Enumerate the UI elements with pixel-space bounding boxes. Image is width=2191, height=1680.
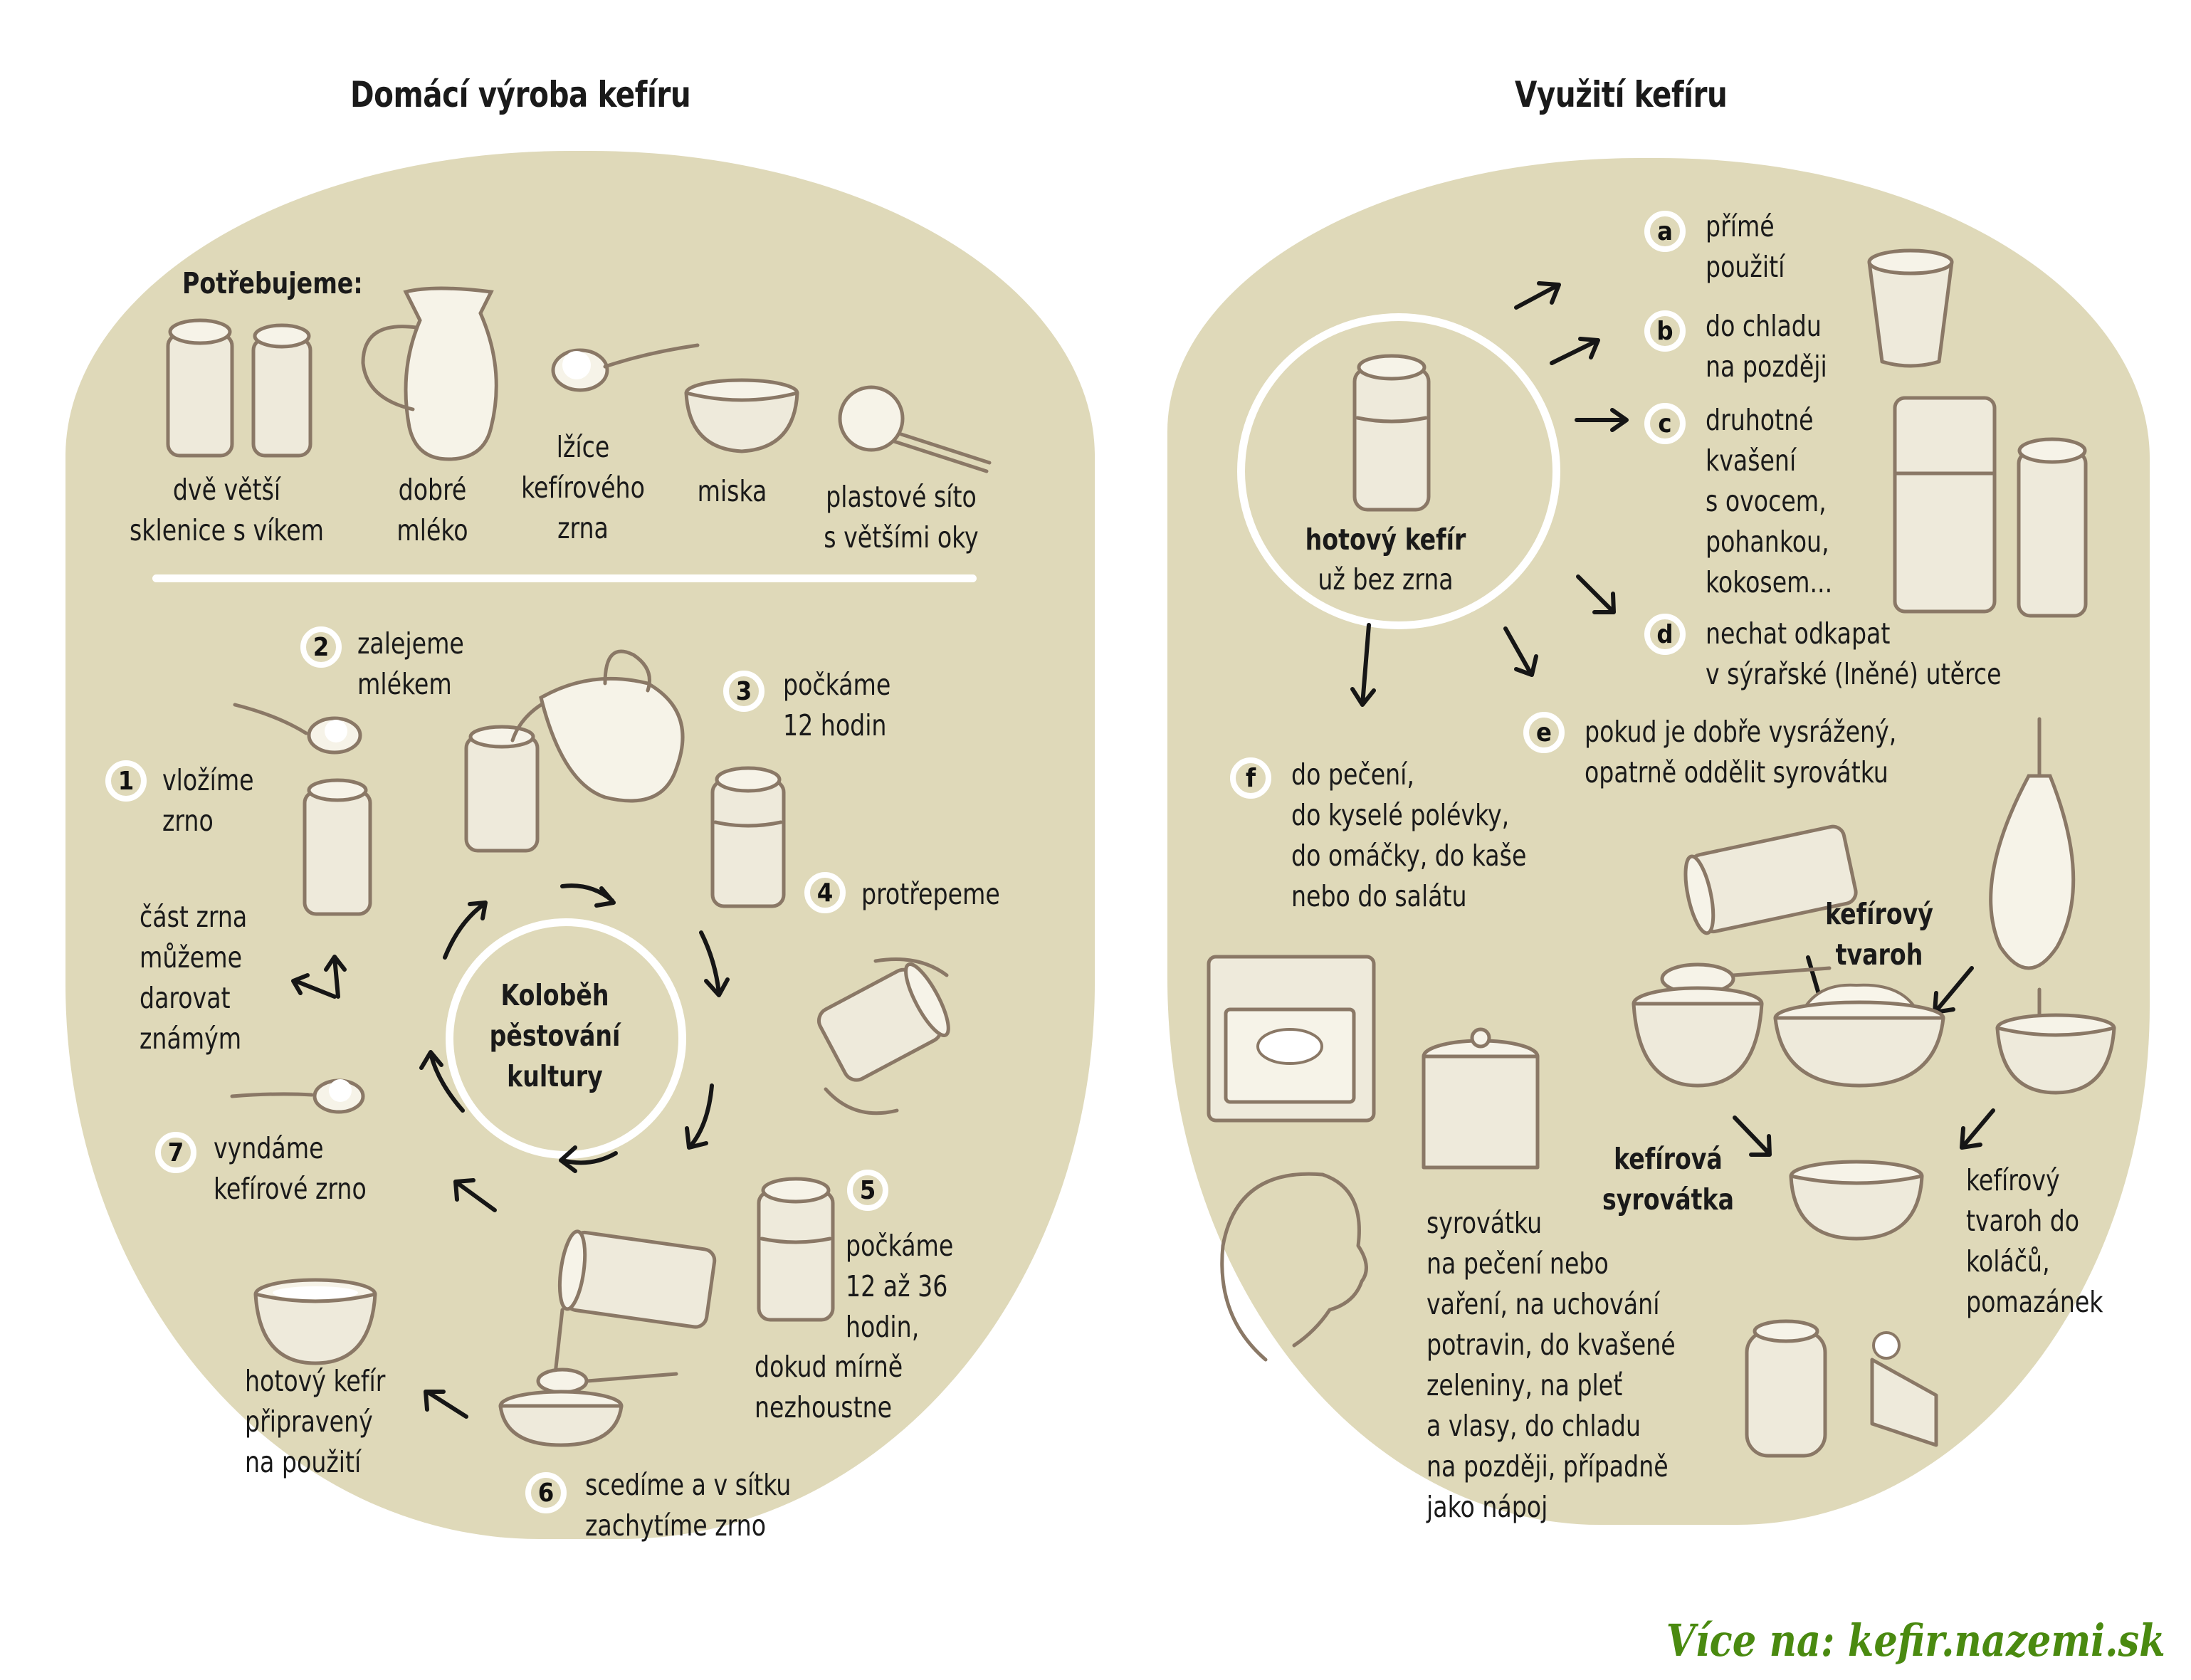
step-7-text: vyndáme kefírové zrno bbox=[214, 1131, 367, 1206]
use-badge-c: c bbox=[1644, 403, 1686, 444]
pot-icon bbox=[1422, 1027, 1540, 1170]
needs-spoon-label: lžíce kefírového zrna bbox=[521, 430, 645, 545]
step-badge-2: 2 bbox=[300, 626, 342, 668]
use-badge-e: e bbox=[1523, 712, 1565, 753]
straining-icon bbox=[498, 1229, 717, 1447]
arrow-icon bbox=[1575, 408, 1629, 432]
milk-jug-icon bbox=[361, 286, 498, 461]
footer-link[interactable]: Více na: kefir.nazemi.sk bbox=[1666, 1615, 2165, 1666]
curd-bowl-icon bbox=[1773, 983, 1945, 1088]
needs-sieve-label: plastové síto s většími oky bbox=[824, 480, 979, 555]
arrow-icon bbox=[1350, 623, 1376, 707]
kefir-bowl-icon bbox=[253, 1278, 377, 1365]
step-6-text: scedíme a v sítku zachytíme zrno bbox=[585, 1468, 792, 1543]
sieve-icon bbox=[838, 385, 992, 473]
right-panel-title: Využití kefíru bbox=[1515, 74, 1728, 115]
empty-jar-icon bbox=[303, 778, 372, 916]
step-5-text: počkáme 12 až 36 hodin, bbox=[846, 1229, 954, 1344]
use-c-text: druhotné kvašení s ovocem, pohankou, kok… bbox=[1706, 403, 1833, 599]
tvaroh-label: kefírový tvaroh bbox=[1825, 897, 1933, 972]
share-arrows-icon bbox=[291, 955, 347, 999]
arrow-icon bbox=[1514, 281, 1561, 310]
cycle-center-label: Koloběh pěstování kultury bbox=[489, 978, 621, 1093]
arrow-icon bbox=[424, 1390, 468, 1419]
syrovatka-label: kefírová syrovátka bbox=[1602, 1142, 1734, 1217]
milk-jar-icon bbox=[710, 766, 786, 908]
use-badge-d: d bbox=[1644, 614, 1686, 655]
cycle-arrows bbox=[291, 883, 730, 1419]
syrovatka-uses-text: syrovátku na pečení nebo vaření, na ucho… bbox=[1426, 1206, 1676, 1524]
use-badge-a: a bbox=[1644, 211, 1686, 252]
finished-kefir-label: hotový kefír bbox=[1305, 523, 1466, 557]
two-jars-icon bbox=[166, 318, 312, 458]
cheesecloth-bag-icon bbox=[1989, 717, 2076, 1027]
step-badge-5: 5 bbox=[847, 1170, 888, 1211]
shaking-jar-icon bbox=[816, 957, 950, 1115]
arrow-icon bbox=[1960, 1108, 1995, 1150]
glass-icon bbox=[1867, 248, 1954, 368]
step-2-text: zalejeme mlékem bbox=[357, 626, 464, 701]
cup-icon bbox=[1789, 1160, 1924, 1241]
straining-curd-icon bbox=[1632, 824, 1858, 1088]
arrow-icon bbox=[559, 1145, 618, 1173]
arrow-icon bbox=[453, 1178, 497, 1212]
share-note: část zrna můžeme darovat známým bbox=[140, 900, 248, 1056]
step-1-text: vložíme zrno bbox=[162, 763, 254, 838]
arrow-icon bbox=[1503, 626, 1538, 677]
woman-face-icon bbox=[1220, 1172, 1368, 1362]
step-badge-3: 3 bbox=[723, 671, 765, 712]
spoon-grains-icon bbox=[230, 1078, 365, 1114]
use-d-text: nechat odkapat v sýrařské (lněné) utěrce bbox=[1706, 616, 2002, 691]
whey-bowl-icon bbox=[1995, 1013, 2116, 1095]
step-badge-4: 4 bbox=[804, 872, 846, 913]
bowl-icon bbox=[684, 378, 799, 453]
left-panel-title: Domácí výroba kefíru bbox=[350, 74, 691, 115]
use-e-text: pokud je dobře vysrážený, opatrně odděli… bbox=[1585, 715, 1897, 789]
use-b-text: do chladu na později bbox=[1706, 309, 1827, 384]
arrow-icon bbox=[685, 1083, 714, 1150]
arrow-icon bbox=[1733, 1115, 1772, 1157]
section-divider bbox=[152, 574, 977, 582]
finished-kefir-sublabel: už bez zrna bbox=[1318, 562, 1454, 597]
arrow-icon bbox=[699, 930, 730, 997]
tvaroh-uses-text: kefírový tvaroh do koláčů, pomazánek bbox=[1966, 1163, 2103, 1319]
spoon-grains-icon bbox=[551, 343, 700, 392]
arrow-icon bbox=[419, 1050, 465, 1113]
step-3-text: počkáme 12 hodin bbox=[783, 668, 891, 742]
needs-label: Potřebujeme: bbox=[182, 266, 363, 300]
spoon-grains-icon bbox=[233, 703, 362, 755]
fridge-and-jar-icon bbox=[1893, 396, 2088, 618]
use-badge-f: f bbox=[1230, 757, 1271, 799]
arrow-icon bbox=[1576, 574, 1616, 614]
step-badge-1: 1 bbox=[105, 760, 147, 802]
pickle-jar-and-cake-icon bbox=[1745, 1319, 1938, 1458]
finished-kefir-ring bbox=[1237, 313, 1560, 629]
needs-jars-label: dvě větší sklenice s víkem bbox=[129, 473, 325, 547]
needs-bowl-label: miska bbox=[697, 474, 767, 508]
arrow-icon bbox=[443, 901, 488, 960]
pouring-milk-icon bbox=[464, 649, 685, 853]
use-a-text: přímé použití bbox=[1706, 209, 1785, 284]
arrow-icon bbox=[1550, 337, 1600, 365]
step-4-text: protřepeme bbox=[861, 877, 1000, 911]
fermenting-jar-icon bbox=[757, 1177, 835, 1322]
use-f-text: do pečení, do kyselé polévky, do omáčky,… bbox=[1291, 757, 1527, 913]
step-5-extra-text: dokud mírně nezhoustne bbox=[755, 1350, 903, 1424]
oven-icon bbox=[1207, 955, 1376, 1123]
ready-kefir-note: hotový kefír připravený na použití bbox=[245, 1364, 386, 1479]
step-badge-7: 7 bbox=[155, 1132, 196, 1173]
kefir-jar-icon bbox=[1352, 354, 1431, 512]
use-badge-b: b bbox=[1644, 310, 1686, 352]
step-badge-6: 6 bbox=[525, 1472, 567, 1513]
needs-milk-label: dobré mléko bbox=[396, 473, 468, 547]
arrow-icon bbox=[560, 883, 616, 908]
